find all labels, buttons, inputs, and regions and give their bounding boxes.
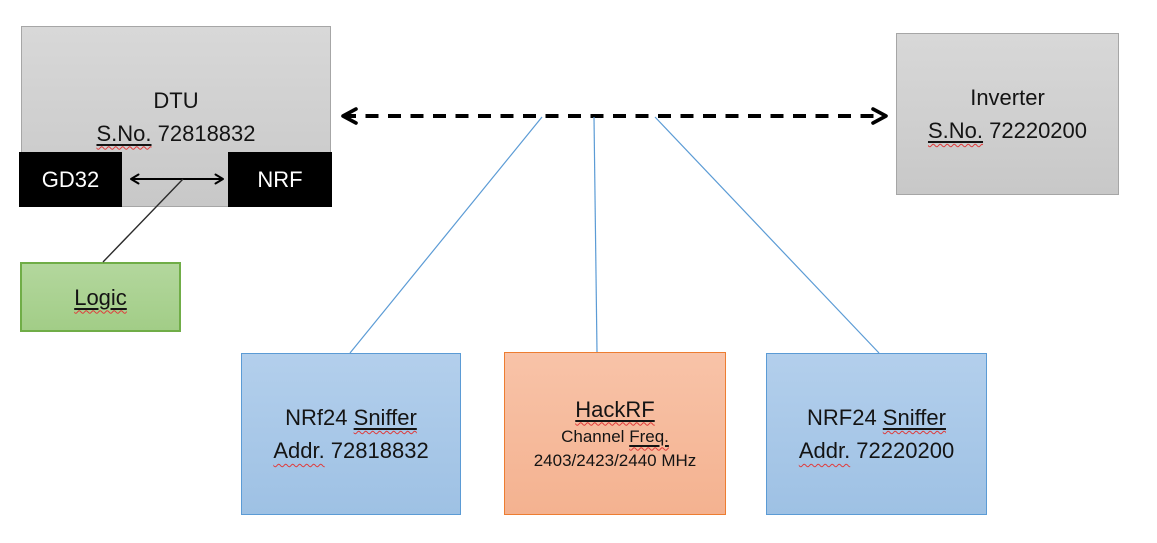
sniffer-left-addr-value: 72818832: [324, 438, 429, 463]
hackrf-title-line: HackRF: [575, 395, 654, 425]
dtu-serial: S.No. 72818832: [96, 117, 255, 150]
sniffer-left-name-word: Sniffer: [353, 405, 417, 430]
sniffer-left-name: NRf24 Sniffer: [285, 401, 417, 434]
logic-box: Logic: [20, 262, 181, 332]
tap-to-sniffer-right-line: [654, 116, 880, 354]
dtu-serial-label-underline: S.No.: [96, 121, 151, 146]
sniffer-left-addr-label: Addr.: [273, 438, 325, 463]
inverter-box: Inverter S.No. 72220200: [896, 33, 1119, 195]
hackrf-box: HackRF Channel Freq. 2403/2423/2440 MHz: [504, 352, 726, 515]
logic-label: Logic: [74, 284, 127, 310]
sniffer-right-name: NRF24 Sniffer: [807, 401, 946, 434]
hackrf-title: HackRF: [575, 396, 655, 422]
tap-to-hackrf-line: [593, 116, 598, 353]
dtu-title: DTU: [153, 87, 199, 113]
sniffer-left-box: NRf24 Sniffer Addr. 72818832: [241, 353, 461, 515]
sniffer-right-addr-value: 72220200: [850, 438, 955, 463]
tap-to-sniffer-left-line: [349, 116, 543, 354]
dtu-serial-label: S.No.: [96, 120, 152, 146]
hackrf-channel-line: Channel Freq.: [561, 425, 669, 449]
inverter-serial: S.No. 72220200: [928, 114, 1087, 147]
sniffer-right-name-prefix: NRF24: [807, 405, 883, 430]
sniffer-left-addr: Addr. 72818832: [273, 434, 428, 467]
inverter-serial-value: 72220200: [983, 118, 1088, 143]
inverter-serial-label: S.No.: [927, 118, 984, 143]
gd32-label: GD32: [41, 166, 100, 192]
hackrf-channel-word: Freq.: [629, 426, 669, 446]
logic-label-line: Logic: [74, 281, 127, 314]
sniffer-right-addr: Addr. 72220200: [799, 434, 954, 467]
nrf-label: NRF: [257, 166, 303, 192]
dtu-serial-value: 72818832: [151, 120, 256, 146]
nrf-chip: NRF: [228, 152, 332, 207]
sniffer-right-box: NRF24 Sniffer Addr. 72220200: [766, 353, 987, 515]
sniffer-left-name-prefix: NRf24: [285, 405, 354, 430]
sniffer-right-name-word: Sniffer: [882, 405, 946, 430]
hackrf-channel-word-underline: Freq.: [629, 427, 669, 446]
hackrf-title-underline: HackRF: [575, 397, 654, 422]
logic-label-underline: Logic: [74, 285, 127, 310]
gd32-chip: GD32: [19, 152, 122, 207]
sniffer-right-name-underline: Sniffer: [883, 405, 946, 430]
sniffer-right-addr-label: Addr.: [798, 438, 851, 463]
hackrf-channel-prefix: Channel: [561, 426, 630, 446]
inverter-title: Inverter: [970, 85, 1045, 110]
inverter-serial-label-underline: S.No.: [928, 118, 983, 143]
hackrf-freq-line: 2403/2423/2440 MHz: [533, 450, 697, 470]
sniffer-left-name-underline: Sniffer: [354, 405, 417, 430]
